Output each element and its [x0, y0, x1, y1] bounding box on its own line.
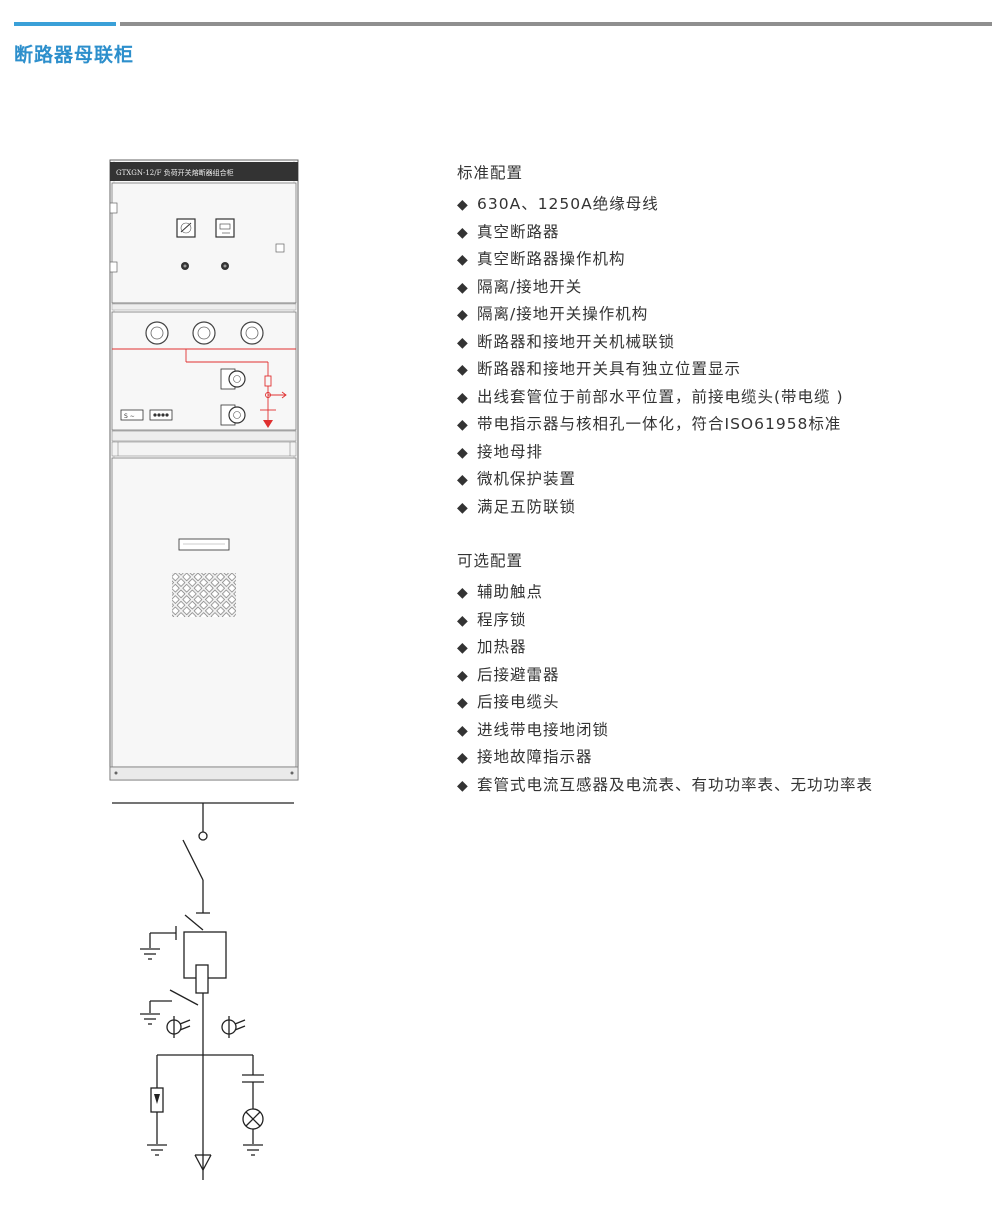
disconnector-switch — [182, 839, 204, 881]
diamond-icon: ◆ — [457, 307, 469, 323]
list-item: ◆后接电缆头 — [457, 689, 977, 717]
ventilation-grille — [172, 573, 236, 617]
meter-icon — [176, 218, 196, 238]
diamond-icon: ◆ — [457, 612, 469, 629]
list-item: ◆微机保护装置 — [457, 466, 977, 494]
diamond-icon: ◆ — [457, 252, 469, 268]
page-title: 断路器母联柜 — [14, 44, 135, 66]
diamond-icon: ◆ — [457, 667, 469, 684]
instrument-compartment — [109, 182, 297, 311]
title-divider-bar — [120, 22, 992, 26]
diamond-icon: ◆ — [457, 695, 469, 711]
diamond-icon: ◆ — [457, 197, 469, 213]
middle-band — [111, 430, 297, 457]
operating-hole-icon — [220, 404, 246, 426]
diamond-icon: ◆ — [457, 417, 469, 433]
list-item: ◆套管式电流互感器及电流表、有功功率表、无功功率表 — [457, 772, 977, 800]
list-item: ◆后接避雷器 — [457, 662, 977, 690]
name-plate: S ∼ — [120, 409, 144, 421]
list-item: ◆真空断路器操作机构 — [457, 246, 977, 274]
diamond-icon: ◆ — [457, 499, 469, 516]
list-item: ◆辅助触点 — [457, 579, 977, 607]
diamond-icon: ◆ — [457, 777, 469, 794]
list-item: ◆断路器和接地开关机械联锁 — [457, 329, 977, 357]
list-item: ◆隔离/接地开关 — [457, 274, 977, 302]
operating-hole-icon — [220, 368, 246, 390]
single-line-diagram — [112, 802, 294, 1180]
cabinet-label: GTXGN-12/F 负荷开关熔断器组合柜 — [116, 168, 234, 177]
list-item: ◆满足五防联锁 — [457, 494, 977, 522]
standard-config-title: 标准配置 — [457, 164, 524, 182]
list-item: ◆隔离/接地开关操作机构 — [457, 301, 977, 329]
diamond-icon: ◆ — [457, 279, 469, 296]
title-accent-bar — [14, 22, 116, 26]
diamond-icon: ◆ — [457, 362, 469, 378]
spec-section: 标准配置 ◆630A、1250A绝缘母线 ◆真空断路器 ◆真空断路器操作机构 ◆… — [457, 160, 977, 799]
list-item: ◆带电指示器与核相孔一体化，符合ISO61958标准 — [457, 411, 977, 439]
list-item: ◆程序锁 — [457, 607, 977, 635]
list-item: ◆接地故障指示器 — [457, 744, 977, 772]
list-item: ◆出线套管位于前部水平位置，前接电缆头(带电缆 ) — [457, 384, 977, 412]
diamond-icon: ◆ — [457, 722, 469, 739]
diamond-icon: ◆ — [457, 224, 469, 241]
optional-config-list: ◆辅助触点 ◆程序锁 ◆加热器 ◆后接避雷器 ◆后接电缆头 ◆进线带电接地闭锁 … — [457, 579, 977, 799]
cable-compartment — [109, 457, 299, 781]
arrow-down-icon — [263, 420, 273, 428]
live-indicator-icon — [149, 409, 173, 421]
list-item: ◆断路器和接地开关具有独立位置显示 — [457, 356, 977, 384]
bushing-icon — [192, 321, 216, 345]
diamond-icon: ◆ — [457, 750, 469, 766]
meter-icon — [215, 218, 235, 238]
diamond-icon: ◆ — [457, 640, 469, 656]
diamond-icon: ◆ — [457, 334, 469, 351]
list-item: ◆真空断路器 — [457, 219, 977, 247]
bushing-icon — [240, 321, 264, 345]
list-item: ◆接地母排 — [457, 439, 977, 467]
standard-config-list: ◆630A、1250A绝缘母线 ◆真空断路器 ◆真空断路器操作机构 ◆隔离/接地… — [457, 191, 977, 521]
list-item: ◆进线带电接地闭锁 — [457, 717, 977, 745]
mechanism-compartment: S ∼ — [111, 311, 297, 431]
bushing-icon — [145, 321, 169, 345]
diamond-icon: ◆ — [457, 444, 469, 461]
plate-text: S ∼ — [124, 413, 135, 420]
lock-icon — [275, 243, 285, 253]
list-item: ◆加热器 — [457, 634, 977, 662]
cabinet-header: GTXGN-12/F 负荷开关熔断器组合柜 — [110, 162, 298, 181]
diamond-icon: ◆ — [457, 389, 469, 406]
list-item: ◆630A、1250A绝缘母线 — [457, 191, 977, 219]
diamond-icon: ◆ — [457, 585, 469, 601]
mimic-diagram — [112, 348, 296, 425]
door-handle — [178, 538, 230, 551]
diamond-icon: ◆ — [457, 472, 469, 488]
optional-config-title: 可选配置 — [457, 552, 524, 570]
